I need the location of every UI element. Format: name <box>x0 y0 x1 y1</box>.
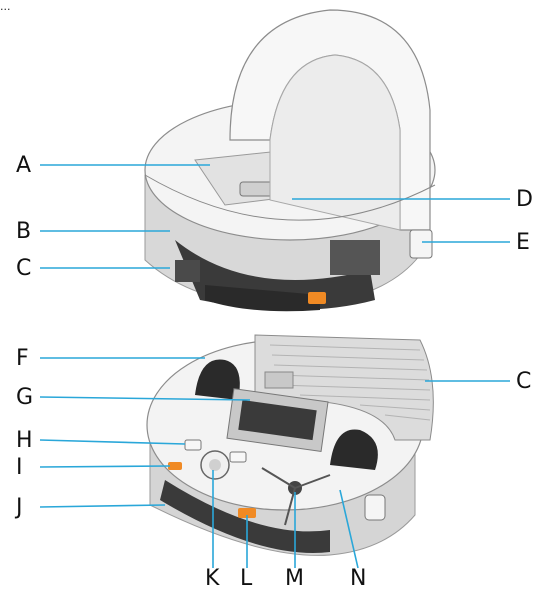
top-robot-bottom-shadow <box>205 285 320 312</box>
label-B: B <box>16 219 32 244</box>
label-K: K <box>205 566 220 591</box>
label-N: N <box>350 566 367 591</box>
top-wheel-accent <box>308 292 326 304</box>
label-C-bottom: C <box>516 369 532 394</box>
side-brush-bristles <box>261 467 331 526</box>
leader-I <box>39 465 171 468</box>
left-wheel <box>195 359 240 400</box>
mop-plate-ridges <box>269 344 431 421</box>
sensor-window <box>264 371 294 389</box>
charging-contact-I <box>168 462 182 470</box>
bumper-sensor <box>364 494 386 521</box>
label-E: E <box>516 230 530 255</box>
top-robot-side-port <box>175 260 200 282</box>
top-rim-edge <box>144 174 436 221</box>
label-M: M <box>285 566 304 591</box>
label-L: L <box>240 566 253 591</box>
leader-J <box>39 504 166 508</box>
top-robot <box>144 9 436 312</box>
label-G: G <box>16 385 34 410</box>
leader-N <box>339 489 359 569</box>
label-J: J <box>16 495 23 520</box>
cropped-header-text: ... <box>0 0 11 13</box>
cliff-sensor-H <box>184 439 202 451</box>
caster-hub <box>209 459 221 471</box>
leader-H <box>39 439 186 445</box>
bottom-robot <box>146 334 434 556</box>
label-A: A <box>16 153 32 178</box>
bottom-dark-band <box>160 480 330 553</box>
callout-lines <box>39 164 510 569</box>
label-I: I <box>16 455 23 480</box>
main-brush <box>238 399 317 441</box>
right-wheel <box>330 429 378 470</box>
bottom-contact-L <box>238 508 256 518</box>
label-H: H <box>16 428 33 453</box>
label-F: F <box>16 346 29 371</box>
side-button <box>409 229 433 259</box>
leader-G <box>39 396 251 401</box>
lid-inner <box>269 54 401 231</box>
label-C-top: C <box>16 256 32 281</box>
speaker-grille <box>330 240 380 275</box>
cliff-sensor-2 <box>229 451 247 463</box>
label-D: D <box>516 187 533 212</box>
